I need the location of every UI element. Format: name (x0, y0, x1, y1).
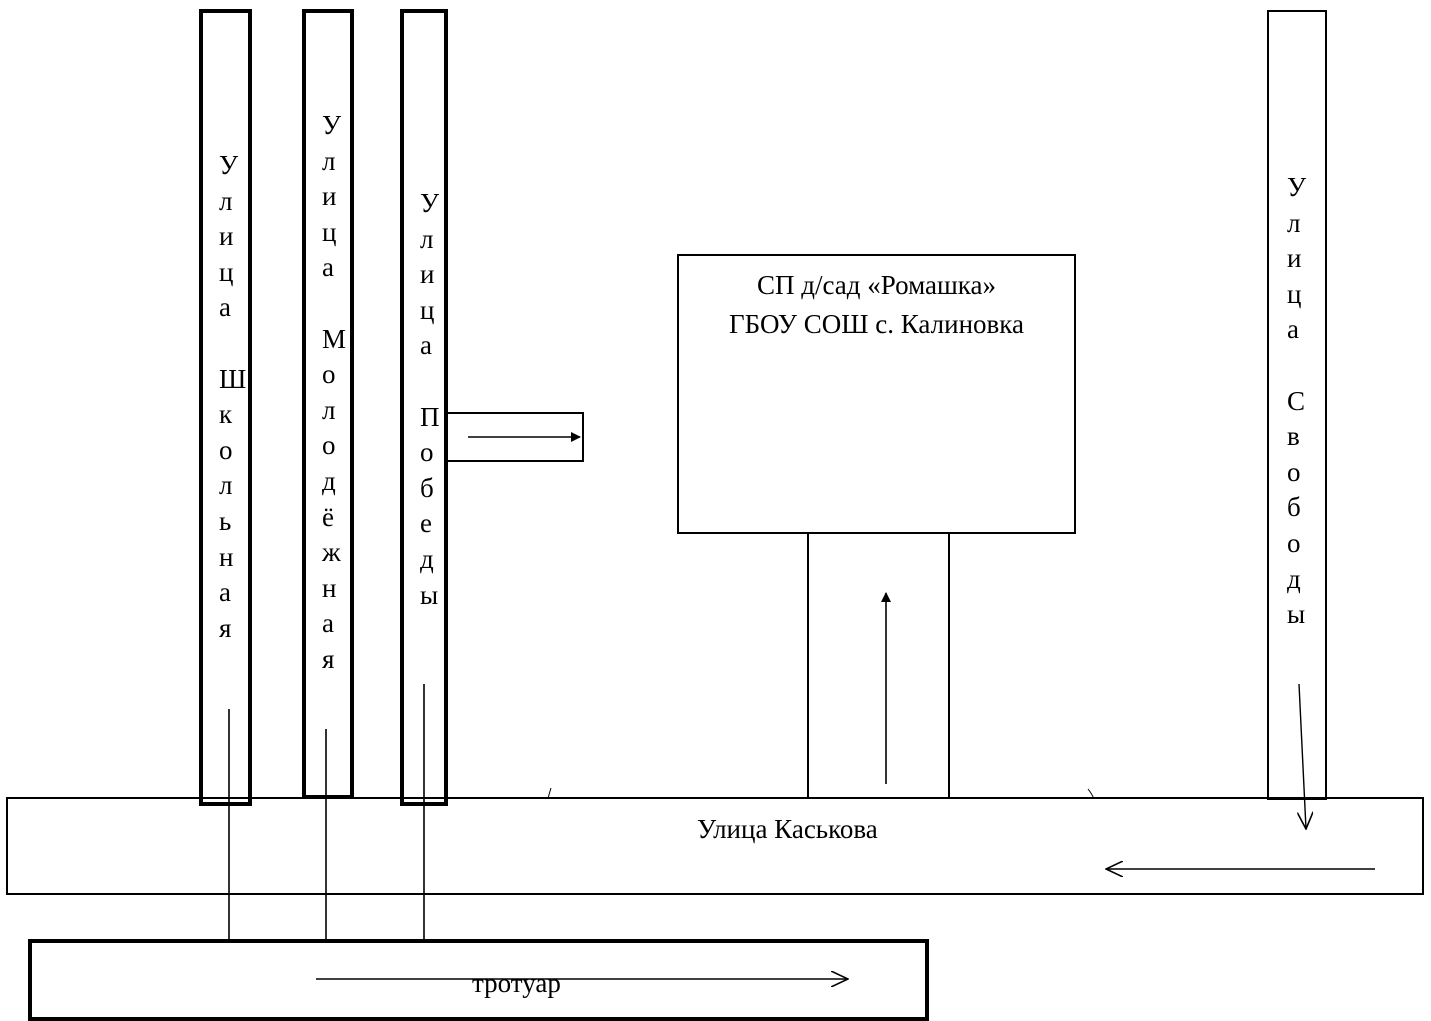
building-driveway (807, 532, 950, 799)
street-shkolnaya (199, 9, 252, 806)
building-label-line2: ГБОУ СОШ с. Калиновка (729, 309, 1024, 339)
label-svobody: У л и ц а С в о б о д ы (1287, 172, 1307, 630)
building-label-line1: СП д/сад «Ромашка» (757, 270, 996, 300)
street-svobody (1267, 10, 1327, 800)
street-kaskova (6, 797, 1424, 895)
side-entrance (446, 412, 584, 462)
label-molodezhnaya: У л и ц а М о л о д ё ж н а я (322, 110, 347, 674)
label-kaskova: Улица Каськова (697, 814, 878, 844)
label-sidewalk: тротуар (472, 968, 561, 998)
label-pobedy: У л и ц а П о б е д ы (420, 188, 440, 610)
label-shkolnaya: У л и ц а Ш к о л ь н а я (219, 150, 247, 643)
sidewalk (28, 939, 929, 1021)
